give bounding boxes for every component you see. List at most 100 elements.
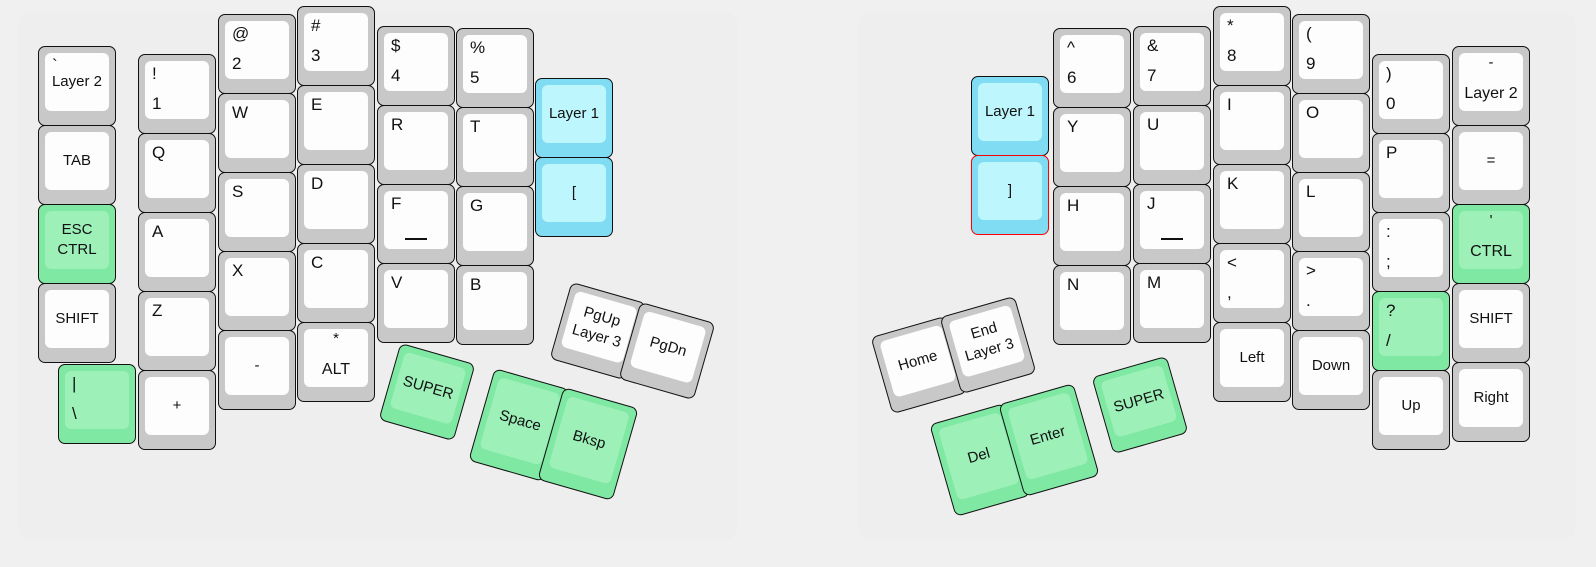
key-bracket-left[interactable]: [: [535, 157, 613, 237]
key-m-cap: M: [1140, 270, 1204, 328]
key-left[interactable]: Left: [1213, 322, 1291, 402]
key-7-legend-top: &: [1147, 36, 1159, 55]
key-w[interactable]: W: [218, 93, 296, 173]
key-quote-ctrl[interactable]: 'CTRL: [1452, 204, 1530, 284]
key-semicolon[interactable]: :;: [1372, 212, 1450, 292]
key-9[interactable]: (9: [1292, 14, 1370, 94]
key-slash[interactable]: ?/: [1372, 291, 1450, 371]
key-q-cap: Q: [145, 140, 209, 198]
key-down-cap: Down: [1299, 337, 1363, 395]
key-m[interactable]: M: [1133, 263, 1211, 343]
key-l-legend-top: L: [1306, 182, 1316, 201]
key-r[interactable]: R: [377, 105, 455, 185]
key-y-legend-top: Y: [1067, 117, 1079, 136]
key-a-legend-top: A: [152, 222, 164, 241]
key-grave-layer2[interactable]: `Layer 2: [38, 46, 116, 126]
key-u-cap: U: [1140, 112, 1204, 170]
key-t-legend-top: T: [470, 117, 481, 136]
key-down[interactable]: Down: [1292, 330, 1370, 410]
key-plus[interactable]: +: [138, 370, 216, 450]
key-f[interactable]: F: [377, 184, 455, 264]
key-minus[interactable]: -: [218, 330, 296, 410]
key-period-legend-bottom: .: [1306, 291, 1311, 311]
key-period-legend-top: >: [1306, 261, 1316, 280]
key-bksp-legend-center: Bksp: [570, 427, 608, 453]
key-9-cap: (9: [1299, 21, 1363, 79]
key-4[interactable]: $4: [377, 26, 455, 106]
key-equals-cap: =: [1459, 132, 1523, 190]
key-6-cap: ^6: [1060, 35, 1124, 93]
key-7-cap: &7: [1140, 33, 1204, 91]
key-8-legend-top: *: [1227, 16, 1234, 35]
key-a[interactable]: A: [138, 212, 216, 292]
key-k[interactable]: K: [1213, 164, 1291, 244]
key-l[interactable]: L: [1292, 172, 1370, 252]
key-star-alt[interactable]: *ALT: [297, 322, 375, 402]
key-5-legend-top: %: [470, 38, 486, 57]
key-pipe-backslash[interactable]: |\: [58, 364, 136, 444]
key-z[interactable]: Z: [138, 291, 216, 371]
key-2[interactable]: @2: [218, 14, 296, 94]
key-right[interactable]: Right: [1452, 362, 1530, 442]
key-right-cap: Right: [1459, 369, 1523, 427]
key-o[interactable]: O: [1292, 93, 1370, 173]
key-6[interactable]: ^6: [1053, 28, 1131, 108]
key-h[interactable]: H: [1053, 186, 1131, 266]
key-equals[interactable]: =: [1452, 125, 1530, 205]
key-e-legend-top: E: [311, 95, 323, 114]
key-7[interactable]: &7: [1133, 26, 1211, 106]
key-layer1-right[interactable]: Layer 1: [971, 76, 1049, 156]
key-j[interactable]: J: [1133, 184, 1211, 264]
key-b-cap: B: [463, 272, 527, 330]
key-y[interactable]: Y: [1053, 107, 1131, 187]
key-t[interactable]: T: [456, 107, 534, 187]
key-comma[interactable]: <,: [1213, 243, 1291, 323]
key-bracket-right[interactable]: ]: [971, 155, 1049, 235]
key-k-cap: K: [1220, 171, 1284, 229]
key-shift-right[interactable]: SHIFT: [1452, 283, 1530, 363]
key-tab[interactable]: TAB: [38, 125, 116, 205]
key-5[interactable]: %5: [456, 28, 534, 108]
key-u-legend-top: U: [1147, 115, 1160, 134]
key-up[interactable]: Up: [1372, 370, 1450, 450]
key-h-legend-top: H: [1067, 196, 1080, 215]
key-p-legend-top: P: [1386, 143, 1398, 162]
key-pgdn-cap: PgDn: [629, 310, 707, 384]
key-b[interactable]: B: [456, 265, 534, 345]
key-end-layer3-cap: End Layer 3: [948, 304, 1026, 378]
key-period[interactable]: >.: [1292, 251, 1370, 331]
key-p[interactable]: P: [1372, 133, 1450, 213]
key-del-legend-center: Del: [965, 444, 992, 468]
key-i-cap: I: [1220, 92, 1284, 150]
key-s[interactable]: S: [218, 172, 296, 252]
key-esc-ctrl[interactable]: ESC CTRL: [38, 204, 116, 284]
key-shift-left[interactable]: SHIFT: [38, 283, 116, 363]
key-1[interactable]: !1: [138, 54, 216, 134]
key-x[interactable]: X: [218, 251, 296, 331]
key-0[interactable]: )0: [1372, 54, 1450, 134]
key-i[interactable]: I: [1213, 85, 1291, 165]
key-c[interactable]: C: [297, 243, 375, 323]
key-q[interactable]: Q: [138, 133, 216, 213]
key-star-alt-cap: *ALT: [304, 329, 368, 387]
key-8[interactable]: *8: [1213, 6, 1291, 86]
key-minus-layer2[interactable]: -Layer 2: [1452, 46, 1530, 126]
key-comma-legend-bottom: ,: [1227, 283, 1232, 303]
key-comma-legend-top: <: [1227, 253, 1237, 272]
key-s-legend-top: S: [232, 182, 244, 201]
key-layer1-left[interactable]: Layer 1: [535, 78, 613, 158]
key-n[interactable]: N: [1053, 265, 1131, 345]
key-8-cap: *8: [1220, 13, 1284, 71]
key-d-legend-top: D: [311, 174, 324, 193]
key-d[interactable]: D: [297, 164, 375, 244]
key-2-cap: @2: [225, 21, 289, 79]
key-bracket-left-legend-center: [: [571, 184, 577, 202]
key-u[interactable]: U: [1133, 105, 1211, 185]
key-g[interactable]: G: [456, 186, 534, 266]
key-3[interactable]: #3: [297, 6, 375, 86]
key-left-legend-center: Left: [1239, 349, 1265, 367]
key-e[interactable]: E: [297, 85, 375, 165]
key-v[interactable]: V: [377, 263, 455, 343]
key-n-legend-top: N: [1067, 275, 1080, 294]
